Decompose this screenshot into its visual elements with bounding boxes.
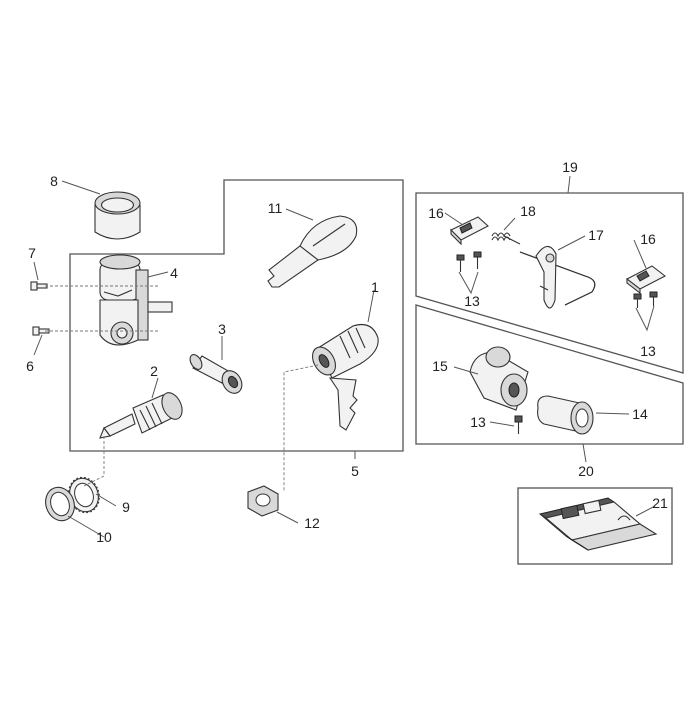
lock-set-frame bbox=[69, 179, 404, 452]
seat-lock-frame-19 bbox=[415, 192, 684, 374]
part-16-clip-right bbox=[625, 265, 667, 295]
callout-16-right: 16 bbox=[640, 231, 656, 247]
part-18-spring bbox=[491, 232, 521, 245]
part-4-ignition-lock bbox=[99, 254, 173, 346]
callout-2: 2 bbox=[150, 363, 158, 379]
callout-14: 14 bbox=[632, 406, 648, 422]
manual-frame bbox=[517, 487, 673, 565]
callout-18: 18 bbox=[520, 203, 536, 219]
callout-15: 15 bbox=[432, 358, 448, 374]
part-13-screws-upper-left bbox=[456, 251, 482, 272]
callout-1: 1 bbox=[371, 279, 379, 295]
part-16-clip-left bbox=[450, 216, 489, 246]
alignment-lines bbox=[45, 285, 319, 492]
callout-4: 4 bbox=[170, 265, 178, 281]
part-1-lock bbox=[311, 323, 379, 431]
callout-13-right: 13 bbox=[640, 343, 656, 359]
part-9-lock-washer bbox=[68, 476, 100, 514]
callout-9: 9 bbox=[122, 499, 130, 515]
callout-19: 19 bbox=[562, 159, 578, 175]
part-12-hex-nut bbox=[247, 485, 279, 517]
part-10-nut-ring bbox=[45, 486, 75, 522]
callout-6: 6 bbox=[26, 358, 34, 374]
callout-13-lower: 13 bbox=[470, 414, 486, 430]
callout-13-upper: 13 bbox=[464, 293, 480, 309]
part-2-lock bbox=[99, 392, 183, 439]
callout-5: 5 bbox=[351, 463, 359, 479]
part-11-key bbox=[267, 215, 358, 288]
seat-lock-frame-20 bbox=[415, 304, 684, 445]
callout-11: 11 bbox=[268, 200, 283, 216]
part-21-manual bbox=[538, 497, 658, 551]
callout-12: 12 bbox=[304, 515, 320, 531]
part-6-screw bbox=[32, 326, 50, 336]
callout-7: 7 bbox=[28, 245, 36, 261]
callout-16-left: 16 bbox=[428, 205, 444, 221]
part-14-sleeve bbox=[537, 395, 594, 435]
part-8-cap bbox=[94, 191, 141, 240]
callout-20: 20 bbox=[578, 463, 594, 479]
part-3-cylinder bbox=[189, 354, 243, 394]
callout-21: 21 bbox=[652, 495, 668, 511]
part-13-screw-lower bbox=[514, 415, 523, 434]
part-7-screw bbox=[30, 281, 48, 291]
callout-8: 8 bbox=[50, 173, 58, 189]
part-13-screws-right bbox=[633, 291, 658, 308]
leader-lines bbox=[33, 175, 656, 538]
callout-10: 10 bbox=[96, 529, 112, 545]
callout-3: 3 bbox=[218, 321, 226, 337]
callout-17: 17 bbox=[588, 227, 604, 243]
part-17-hook bbox=[519, 245, 596, 309]
callout-labels: 1 2 3 4 5 6 7 8 9 10 11 12 13 13 13 14 1… bbox=[26, 159, 668, 545]
part-15-latch bbox=[469, 346, 529, 411]
